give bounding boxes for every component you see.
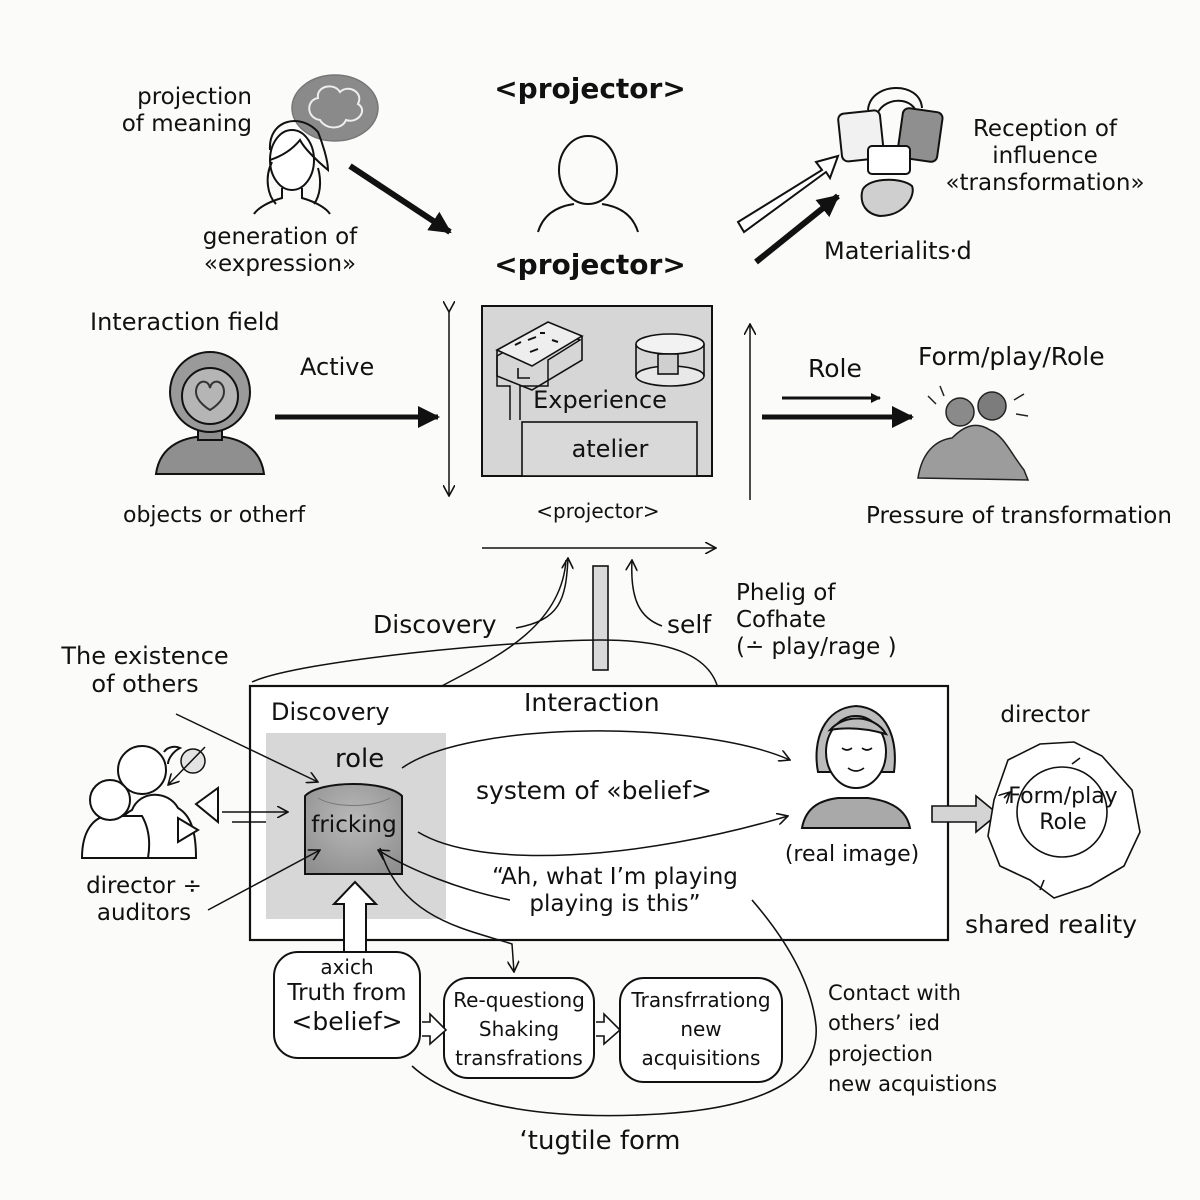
- arrow-truth-to-requestion: [422, 1012, 448, 1046]
- struggling-figures-icon: [917, 385, 1030, 481]
- curve-role-to-image: [401, 730, 790, 769]
- cylinder-stage-icon: [635, 333, 705, 387]
- label-line: projection: [828, 1041, 933, 1066]
- self-label: self: [667, 610, 712, 639]
- shared-reality-label: shared reality: [965, 910, 1138, 939]
- projection-of-meaning-label: projection of meaning: [122, 84, 252, 138]
- woman-head-icon: [253, 120, 331, 215]
- caption-label: ‘tugtile form: [519, 1126, 681, 1156]
- phelig-label: Phelig of Cofhate (∸ play/rage ): [736, 580, 897, 661]
- two-people-icon: [80, 745, 198, 859]
- label-line: acquisitions: [641, 1046, 761, 1070]
- up-hollow-arrow: [331, 880, 379, 960]
- curve-discovery-up: [515, 558, 568, 629]
- curve-quote-to-fricking: [378, 850, 511, 901]
- label-line: (∸ play/rage ): [736, 634, 897, 661]
- fricking-label: fricking: [311, 812, 397, 838]
- pressure-label: Pressure of transformation: [866, 503, 1172, 529]
- arrow-requestion-to-transform: [596, 1012, 622, 1046]
- map-panel-icon: [495, 321, 584, 391]
- active-label: Active: [300, 353, 375, 381]
- label-line: Phelig of: [736, 580, 836, 606]
- quote-label: “Ah, what I’m playing playing is this”: [470, 864, 760, 918]
- label-line: auditors: [96, 900, 192, 927]
- label-line: new: [680, 1017, 722, 1041]
- objects-label: objects or otherf: [123, 503, 306, 528]
- generation-of-expression-label: generation of «expression»: [170, 224, 390, 278]
- process-truth-text: axich Truth from <belief>: [274, 955, 420, 1036]
- label-line: generation of: [202, 224, 358, 250]
- cycle-label: Form/play Role: [1008, 784, 1118, 836]
- label-line: influence: [992, 143, 1098, 170]
- process-box-truth: [273, 951, 421, 1059]
- projector-title-main: <projector>: [494, 248, 686, 281]
- arrow-director-auditors: [207, 850, 320, 911]
- reception-label: Reception of influence «transformation»: [930, 116, 1160, 197]
- thought-bubble-icon: [291, 74, 379, 142]
- loop-bottom: [411, 899, 817, 1117]
- label-line: Reception of: [972, 116, 1118, 142]
- process-transform-text: Transfrrationg new acquisitions: [620, 986, 782, 1073]
- role-inner-label: role: [335, 744, 385, 774]
- existence-of-others-label: The existence of others: [40, 642, 250, 699]
- smiling-woman-icon: [800, 704, 912, 829]
- label-line: Contact with: [828, 981, 961, 1005]
- curly-hair-person-icon: [154, 351, 266, 475]
- triangle-markers: [177, 786, 219, 844]
- label-line: playing is this”: [529, 891, 701, 918]
- label-line: director ÷: [86, 873, 202, 899]
- label-line: transfrations: [455, 1046, 583, 1070]
- atelier-label: atelier: [571, 435, 649, 463]
- label-line: «transformation»: [945, 170, 1145, 197]
- experience-label: Experience: [533, 386, 667, 414]
- label-line: Cofhate: [736, 607, 827, 634]
- label-line: Truth from: [287, 979, 407, 1006]
- experience-panel: [481, 305, 713, 477]
- curve-fricking-to-image: [417, 816, 788, 857]
- label-line: axich: [320, 955, 374, 979]
- contact-label: Contact with others’ iɐd projection new …: [828, 978, 997, 1100]
- label-line: Shaking: [478, 1017, 560, 1041]
- label-line: <belief>: [291, 1006, 403, 1036]
- arrow-solid-to-device: [754, 193, 840, 265]
- director-label: director: [1000, 702, 1090, 728]
- real-image-label: (real image): [784, 842, 920, 867]
- process-requestion-text: Re-questiong Shaking transfrations: [444, 986, 594, 1073]
- label-line: Re-questiong: [453, 988, 585, 1012]
- label-line: Role: [1039, 809, 1087, 835]
- materialised-label: Materialits⸱d: [824, 237, 972, 265]
- form-play-role-label: Form/play/Role: [918, 342, 1105, 371]
- label-line: of meaning: [121, 111, 252, 138]
- connector-bar: [592, 565, 609, 671]
- label-line: Transfrrationg: [631, 988, 771, 1012]
- label-line: «expression»: [203, 251, 357, 278]
- label-line: others’ iɐd: [828, 1011, 941, 1036]
- curve-fricking-to-requestion: [379, 847, 514, 972]
- arrow-existence: [175, 713, 318, 782]
- label-line: The existence: [61, 642, 229, 670]
- arrow-hollow-to-device: [736, 154, 840, 234]
- label-line: Form/play: [1008, 784, 1118, 809]
- cycle-star-icon: [987, 741, 1141, 899]
- curve-self: [632, 560, 663, 627]
- person-outline-icon: [537, 135, 639, 233]
- belief-system-label: system of «belief>: [476, 776, 712, 805]
- role-label: Role: [808, 354, 862, 383]
- discovery-inner-label: Discovery: [271, 698, 390, 726]
- label-line: projection: [137, 84, 252, 110]
- arrow-woman-to-projector: [348, 163, 452, 235]
- circle-marker-icon: [168, 746, 206, 785]
- label-line: new acquistions: [828, 1072, 998, 1097]
- discovery-top-label: Discovery: [373, 610, 497, 639]
- label-line: of others: [91, 670, 199, 699]
- label-line: “Ah, what I’m playing: [492, 864, 738, 890]
- curve-top-arc: [251, 639, 721, 705]
- interaction-field-label: Interaction field: [90, 308, 280, 336]
- director-auditors-label: director ÷ auditors: [64, 873, 224, 927]
- headset-device-icon: [837, 87, 944, 218]
- projector-small-label: <projector>: [536, 499, 660, 523]
- arrow-to-cycle: [931, 794, 1000, 834]
- projector-title-top: <projector>: [494, 72, 686, 105]
- interaction-label: Interaction: [524, 688, 660, 717]
